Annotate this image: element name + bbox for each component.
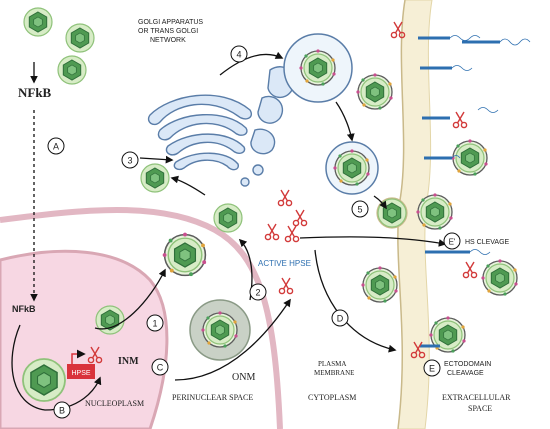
scissors-icon [284,225,300,243]
svg-text:E': E' [449,238,456,247]
scissors-icon [277,189,293,207]
virion [23,7,53,37]
golgi-apparatus [147,66,295,187]
svg-text:2: 2 [255,288,260,298]
virion [57,55,87,85]
extracellular-label: EXTRACELLULAR [442,393,511,402]
enveloped-virion [163,233,206,276]
extracellular-label-2: SPACE [468,404,492,413]
scissors-icon [452,111,468,129]
virion [22,358,66,402]
extracellular-virion [451,139,487,175]
svg-text:D: D [337,314,344,324]
virion [95,305,125,335]
scissors-icon [278,277,294,295]
perinuclear-virion [189,299,251,361]
golgi-label: GOLGI APPARATUS [138,19,203,26]
golgi-label-2: OR TRANS GOLGI [138,28,198,35]
ectodomain-label: ECTODOMAIN [444,361,491,368]
plasma-membrane-label: PLASMA [318,360,346,368]
svg-text:A: A [53,142,59,152]
hs-cleavage-label: HS CLEVAGE [465,239,510,246]
nucleoplasm-label: NUCLEOPLASM [85,399,144,408]
scissors-icon [264,223,280,241]
ectodomain-label-2: CLEAVAGE [447,370,484,377]
heparan-sulfate-chains [418,36,500,348]
virion [65,23,95,53]
step-markers: A B C D E E' 1 2 3 4 5 [47,45,461,419]
virion [213,203,243,233]
extracellular-virion [361,266,397,302]
svg-text:B: B [59,406,65,416]
scissors-icon [462,261,478,279]
cytoplasm-label: CYTOPLASM [308,393,356,402]
extracellular-virion [481,259,517,295]
plasma-membrane-label-2: MEMBRANE [314,369,354,377]
scissors-icon [292,209,308,227]
active-hpse-label: ACTIVE HPSE [258,259,311,268]
perinuclear-label: PERINUCLEAR SPACE [172,393,253,402]
golgi-label-3: NETWORK [150,37,186,44]
svg-text:C: C [157,363,164,373]
hpse-gene-box [67,364,95,379]
hpse-box-label: HPSE [71,370,90,377]
svg-text:E: E [429,364,435,374]
vesicle-virion [283,33,353,103]
nfkb-nucleus-label: NFkB [12,304,36,314]
outer-nuclear-membrane [0,207,283,429]
svg-text:4: 4 [236,50,241,60]
svg-text:1: 1 [152,319,157,329]
vesicle-virion [325,141,379,195]
svg-text:5: 5 [357,205,362,215]
virion [140,163,170,193]
nfkb-label: NFkB [18,85,52,100]
inm-label: INM [118,356,139,367]
extracellular-virion [356,73,392,109]
svg-text:3: 3 [127,156,132,166]
onm-label: ONM [232,372,255,383]
